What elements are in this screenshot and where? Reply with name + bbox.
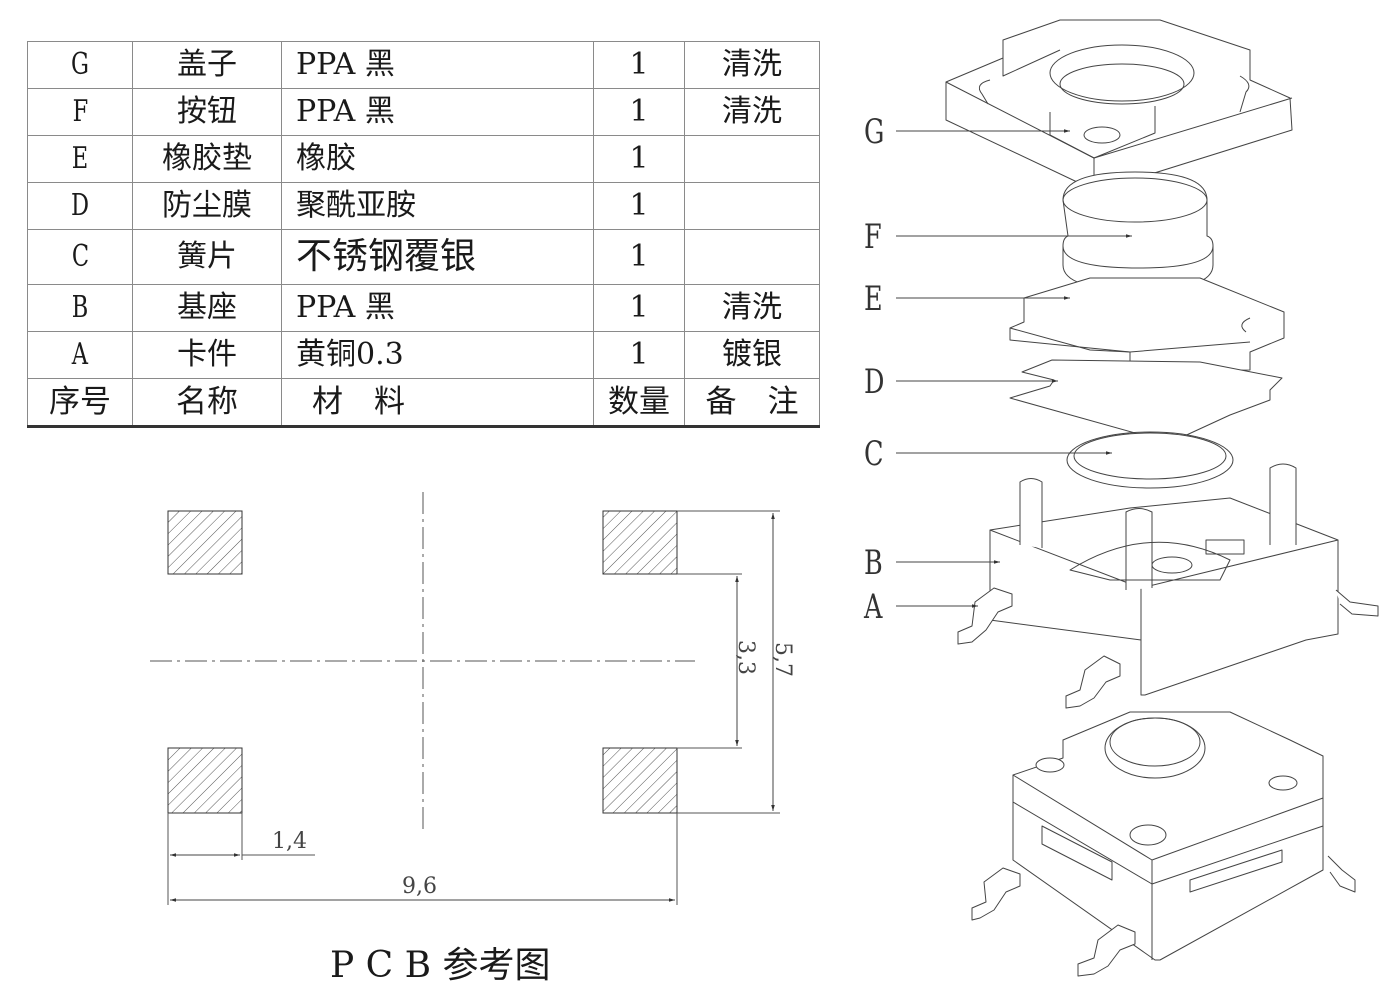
cell-id: G bbox=[27, 41, 133, 89]
header-id: 序号 bbox=[27, 378, 133, 427]
callout-label-e: E bbox=[864, 279, 883, 319]
table-header-row: 序号 名称 材 料 数量 备 注 bbox=[27, 378, 820, 427]
dim-label-total-height: 5,7 bbox=[770, 642, 795, 677]
assembled-switch bbox=[971, 711, 1356, 977]
table-row: C 簧片 不锈钢覆银 1 bbox=[27, 229, 820, 285]
cell-qty: 1 bbox=[593, 135, 685, 183]
part-d-dust-film bbox=[1009, 359, 1283, 441]
pad-top-right bbox=[602, 510, 678, 575]
cell-id: E bbox=[27, 135, 133, 183]
pcb-footprint-drawing: 1,4 9,6 3,3 5,7 bbox=[150, 492, 795, 905]
pad-bottom-left bbox=[167, 747, 243, 814]
callout-label-f: F bbox=[864, 217, 882, 257]
cell-material: PPA 黑 bbox=[281, 41, 594, 89]
callout-label-a: A bbox=[864, 587, 883, 627]
cell-note: 清洗 bbox=[684, 88, 820, 136]
cell-qty: 1 bbox=[593, 229, 685, 285]
dim-label-pad-width: 1,4 bbox=[272, 829, 307, 854]
pad-bottom-right bbox=[602, 747, 678, 814]
part-e-rubber-pad bbox=[1009, 277, 1285, 373]
extension-lines bbox=[167, 510, 780, 905]
cell-material: PPA 黑 bbox=[281, 88, 594, 136]
callout-label-g: G bbox=[864, 112, 885, 152]
cell-id: F bbox=[27, 88, 133, 136]
cell-material: 不锈钢覆银 bbox=[281, 229, 594, 285]
cell-name: 簧片 bbox=[132, 229, 282, 285]
pad-top-left bbox=[167, 510, 243, 575]
cell-name: 按钮 bbox=[132, 88, 282, 136]
table-row: D 防尘膜 聚酰亚胺 1 bbox=[27, 182, 820, 230]
table-row: A 卡件 黄铜0.3 1 镀银 bbox=[27, 331, 820, 379]
table-row: B 基座 PPA 黑 1 清洗 bbox=[27, 284, 820, 332]
part-f-button bbox=[1062, 171, 1214, 291]
table-row: E 橡胶垫 橡胶 1 bbox=[27, 135, 820, 183]
header-material: 材 料 bbox=[281, 378, 594, 427]
header-note: 备 注 bbox=[684, 378, 820, 427]
cell-id: A bbox=[27, 331, 133, 379]
cell-material: 黄铜0.3 bbox=[281, 331, 594, 379]
callout-label-b: B bbox=[864, 543, 883, 583]
cell-name: 防尘膜 bbox=[132, 182, 282, 230]
part-b-base bbox=[989, 463, 1339, 696]
callout-label-d: D bbox=[864, 362, 885, 402]
dim-label-inner-gap: 3,3 bbox=[733, 640, 758, 675]
part-c-spring-dome bbox=[1066, 431, 1234, 489]
cell-material: 橡胶 bbox=[281, 135, 594, 183]
cell-note: 清洗 bbox=[684, 284, 820, 332]
part-a-terminal-clip bbox=[957, 587, 1379, 709]
cell-qty: 1 bbox=[593, 284, 685, 332]
table-row: G 盖子 PPA 黑 1 清洗 bbox=[27, 41, 820, 89]
bom-table: G 盖子 PPA 黑 1 清洗 F 按钮 PPA 黑 1 清洗 E 橡胶垫 橡胶… bbox=[27, 41, 820, 428]
part-g-cover bbox=[945, 19, 1293, 191]
cell-name: 盖子 bbox=[132, 41, 282, 89]
callout-label-c: C bbox=[864, 434, 884, 474]
cell-note: 清洗 bbox=[684, 41, 820, 89]
header-name: 名称 bbox=[132, 378, 282, 427]
cell-name: 橡胶垫 bbox=[132, 135, 282, 183]
table-row: F 按钮 PPA 黑 1 清洗 bbox=[27, 88, 820, 136]
cell-material: PPA 黑 bbox=[281, 284, 594, 332]
header-qty: 数量 bbox=[593, 378, 685, 427]
pcb-title: P C B 参考图 bbox=[330, 945, 551, 986]
dim-label-total-width: 9,6 bbox=[402, 874, 437, 899]
cell-note bbox=[684, 182, 820, 230]
cell-material: 聚酰亚胺 bbox=[281, 182, 594, 230]
